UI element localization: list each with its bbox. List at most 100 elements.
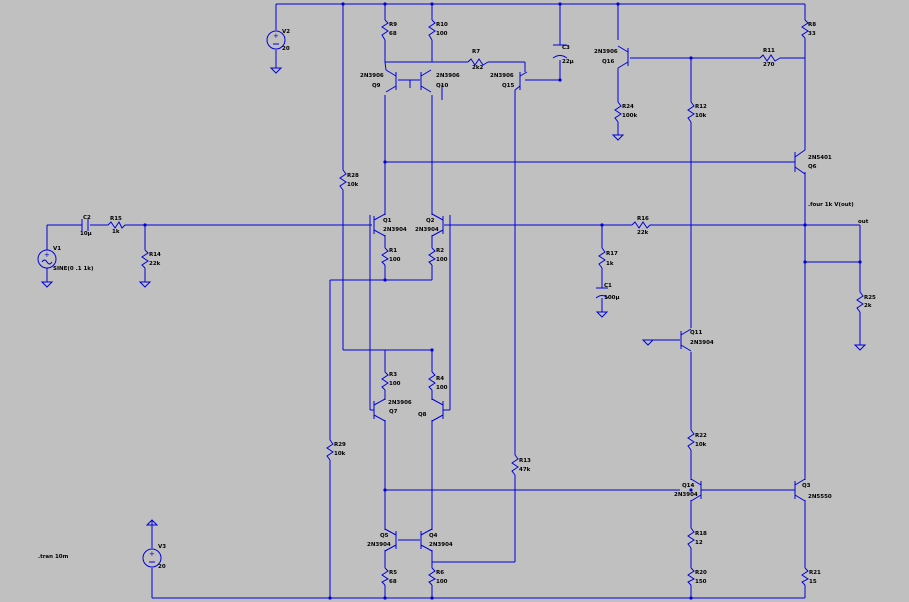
label-q4-name: Q4 (429, 533, 438, 539)
label-q5-name: Q5 (380, 533, 389, 539)
resistor-r10 (428, 19, 436, 41)
label-r25-value: 2k (864, 303, 872, 309)
label-r2-name: R2 (436, 248, 444, 254)
transistor-q2 (431, 213, 444, 237)
label-r10-value: 100 (436, 31, 448, 37)
transistor-q8 (431, 398, 450, 422)
label-v3-name: V3 (158, 544, 166, 550)
label-r12-name: R12 (695, 104, 707, 110)
label-r1-value: 100 (389, 257, 401, 263)
label-q1-name: Q1 (383, 218, 392, 224)
label-r8-name: R8 (808, 22, 816, 28)
resistor-r3 (381, 371, 389, 391)
transistor-q10 (420, 69, 432, 93)
label-r10-name: R10 (436, 22, 448, 28)
ground-v1 (40, 281, 54, 288)
label-q7-model: 2N3906 (388, 400, 412, 406)
label-r2-value: 100 (436, 257, 448, 263)
label-r16-name: R16 (637, 216, 649, 222)
label-v1-name: V1 (53, 246, 61, 252)
resistor-r16 (631, 221, 651, 229)
resistor-r7 (467, 58, 489, 66)
label-q16-name: Q16 (602, 59, 615, 65)
label-r1-name: R1 (389, 248, 397, 254)
label-r4-name: R4 (436, 376, 444, 382)
resistor-r11 (759, 54, 781, 62)
resistor-r12 (687, 101, 695, 123)
label-r28-name: R28 (347, 173, 359, 179)
label-q9-name: Q9 (372, 83, 381, 89)
label-r18-name: R18 (695, 531, 707, 537)
resistor-r29 (326, 439, 334, 461)
svg-text:+: + (273, 32, 279, 40)
label-q9-model: 2N3906 (360, 73, 384, 79)
resistor-r25 (856, 291, 864, 313)
voltage-source-v2: + (266, 30, 286, 50)
resistor-r15 (107, 221, 126, 229)
transistor-q4 (420, 528, 433, 552)
label-q10-model: 2N3906 (436, 73, 460, 79)
resistor-symbols (107, 19, 864, 586)
label-c2-name: C2 (83, 215, 91, 221)
label-r5-name: R5 (389, 570, 397, 576)
label-r11-name: R11 (763, 48, 775, 54)
label-r7-name: R7 (472, 49, 480, 55)
label-r13-name: R13 (519, 458, 531, 464)
wires (46, 3, 861, 599)
label-r14-value: 22k (149, 261, 161, 267)
resistor-r4 (428, 371, 436, 391)
label-r15-value: 1k (112, 229, 120, 235)
label-q8-name: Q8 (418, 412, 427, 418)
ground-r25 (853, 344, 867, 351)
transistor-q7 (370, 398, 386, 422)
transistor-q11 (680, 328, 692, 352)
label-v2-name: V2 (282, 29, 290, 35)
label-c1-name: C1 (604, 283, 612, 289)
label-v1-value: SINE(0 .1 1k) (53, 266, 94, 272)
label-r29-name: R29 (334, 442, 346, 448)
junctions (143, 2, 862, 600)
voltage-source-v1: + (37, 249, 57, 269)
resistor-r5 (381, 567, 389, 586)
label-q6-model: 2N5401 (808, 155, 832, 161)
label-q2-model: 2N3904 (415, 227, 439, 233)
resistor-r2 (428, 247, 436, 266)
label-c3-value: 22µ (562, 59, 574, 65)
resistor-r9 (381, 19, 389, 41)
resistor-r6 (428, 567, 436, 586)
label-r17-value: 1k (606, 261, 614, 267)
ground-r24 (611, 134, 625, 141)
directive-four: .four 1k V(out) (808, 202, 854, 208)
label-r24-value: 100k (622, 113, 637, 119)
ground-c1 (595, 311, 609, 318)
label-c1-value: 100µ (604, 295, 620, 301)
label-r13-value: 47k (519, 467, 531, 473)
label-q3-name: Q3 (802, 483, 811, 489)
ground-v3 (145, 519, 159, 526)
resistor-r18 (687, 527, 695, 549)
resistor-r21 (801, 567, 809, 586)
label-r18-value: 12 (695, 540, 703, 546)
capacitor-c1 (595, 287, 609, 299)
label-r20-value: 150 (695, 579, 707, 585)
label-r6-name: R6 (436, 570, 444, 576)
label-r8-value: 33 (808, 31, 816, 37)
directive-tran: .tran 10m (38, 554, 69, 560)
label-r25-name: R25 (864, 295, 876, 301)
label-r14-name: R14 (149, 252, 161, 258)
resistor-r28 (339, 169, 347, 191)
label-r21-name: R21 (809, 570, 821, 576)
transistor-q16 (617, 45, 629, 69)
label-q3-model: 2N5550 (808, 494, 832, 500)
resistor-r22 (687, 429, 695, 451)
label-r24-name: R24 (622, 104, 634, 110)
resistor-r20 (687, 567, 695, 586)
label-q6-name: Q6 (808, 164, 817, 170)
label-q15-name: Q15 (502, 83, 515, 89)
label-q14-name: Q14 (682, 483, 695, 489)
label-r3-value: 100 (389, 381, 401, 387)
source-symbols: + + + (37, 30, 286, 568)
label-v3-value: 20 (158, 564, 166, 570)
transistor-q6 (794, 149, 806, 175)
